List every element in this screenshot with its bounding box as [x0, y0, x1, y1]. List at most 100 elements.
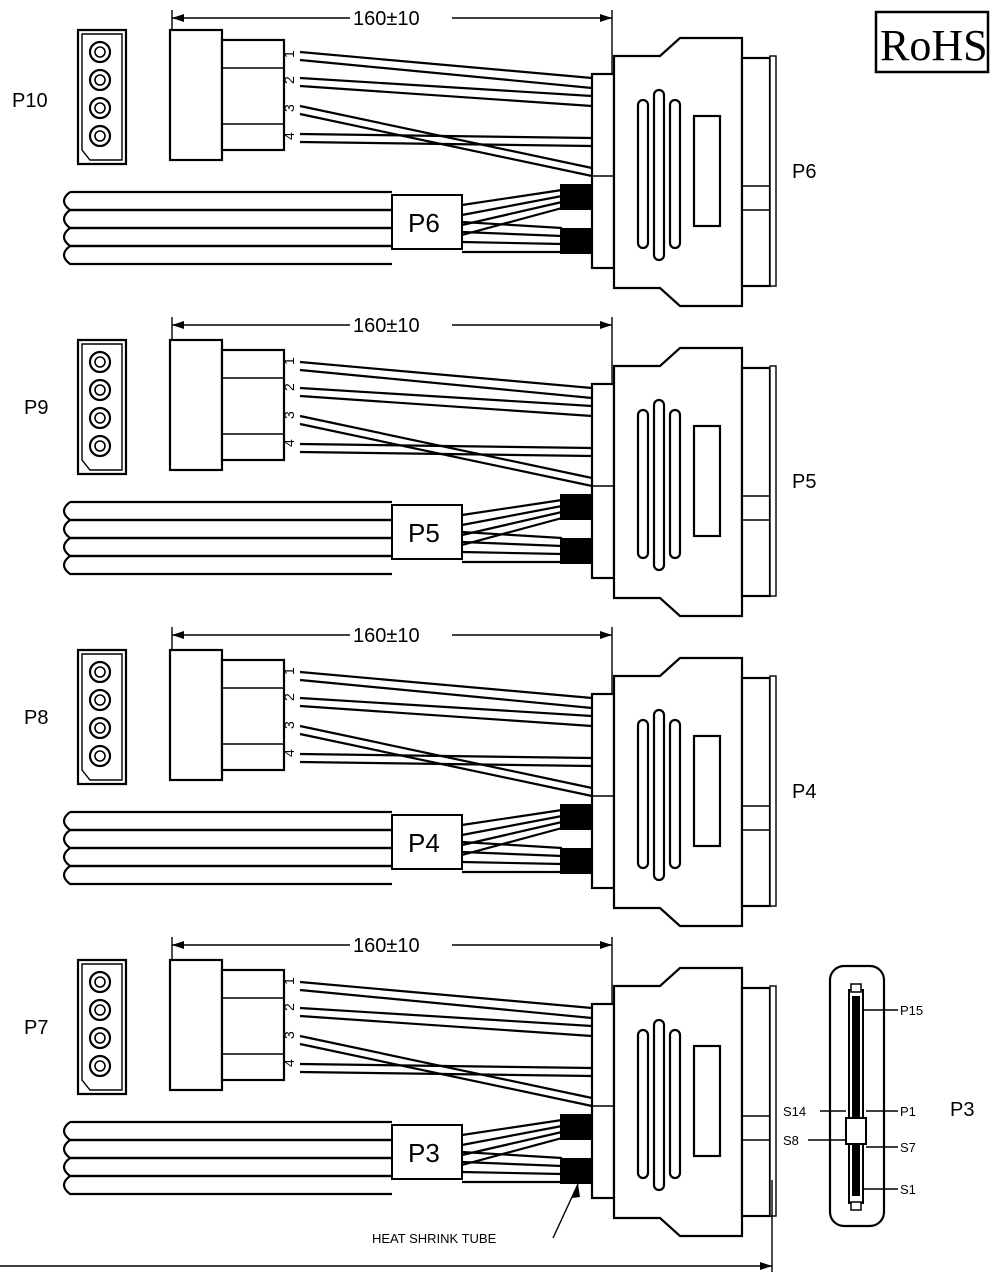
sata-connector-back [590, 382, 616, 580]
svg-text:4: 4 [281, 439, 297, 447]
sata-latch-rib [652, 88, 666, 262]
wire [461, 1136, 563, 1167]
molex-body [220, 38, 286, 152]
heat-shrink-tube [560, 538, 592, 564]
molex-pin-hole-inner [94, 1060, 106, 1072]
sata-label: P4 [792, 781, 816, 803]
flat-cable-line [62, 191, 392, 212]
wire [461, 540, 563, 548]
wire [299, 450, 593, 458]
molex-pin-hole-inner [94, 976, 106, 988]
sata-latch-rib [636, 1028, 650, 1180]
flat-cable-line [62, 865, 392, 886]
pin-label-s1: S1 [900, 1182, 916, 1197]
svg-text:2: 2 [281, 383, 297, 391]
boot-label-box: P6 [391, 194, 463, 250]
molex-pin-hole-inner [94, 74, 106, 86]
boot-label-box: P5 [391, 504, 463, 560]
sata-connector-lip [769, 985, 777, 1217]
wire [299, 670, 593, 700]
sata-connector-back [590, 1002, 616, 1200]
sata-window [692, 424, 722, 538]
molex-pin-hole-inner [94, 46, 106, 58]
flat-cable-line [62, 811, 392, 832]
sata-connector-plug [740, 676, 772, 908]
svg-text:3: 3 [281, 411, 297, 419]
flat-cable-line [62, 847, 392, 868]
cable-assembly: 160±10 P9 P5 P5 1 2 3 4 [24, 315, 816, 560]
rohs-badge: RoHS [874, 10, 990, 74]
boot-label: P5 [408, 518, 440, 548]
sata-latch-rib [668, 1028, 682, 1180]
wire [461, 188, 563, 207]
boot-label-box: P3 [391, 1124, 463, 1180]
flat-cable-line [62, 555, 392, 576]
molex-label: P10 [12, 90, 48, 112]
wire [461, 1170, 563, 1176]
wire [299, 1006, 593, 1028]
boot-label: P3 [408, 1138, 440, 1168]
svg-text:2: 2 [281, 693, 297, 701]
molex-pin-hole-inner [94, 440, 106, 452]
svg-text:1: 1 [281, 50, 297, 58]
molex-pin-hole-inner [94, 384, 106, 396]
molex-face-outline [76, 28, 128, 166]
wire [461, 530, 563, 540]
pin-label-s7: S7 [900, 1140, 916, 1155]
molex-pin-hole-inner [94, 1004, 106, 1016]
flat-cable-line [62, 1139, 392, 1160]
svg-text:1: 1 [281, 357, 297, 365]
overall-length-dimension [0, 1180, 773, 1272]
cable-assembly: 160±10 P7 P3 1 2 3 4 [24, 935, 613, 1180]
wire [461, 220, 563, 230]
svg-text:3: 3 [281, 1031, 297, 1039]
sata-connector-lip [769, 675, 777, 907]
wire [299, 760, 593, 768]
pin-label-p1: P1 [900, 1104, 916, 1119]
dimension-label: 160±10 [353, 315, 420, 337]
molex-pin-hole-inner [94, 694, 106, 706]
boot-label: P6 [408, 208, 440, 238]
heat-shrink-tube [560, 184, 592, 210]
sata-latch-rib [652, 1018, 666, 1192]
molex-pin-hole-inner [94, 130, 106, 142]
molex-pin-hole-inner [94, 666, 106, 678]
wire [461, 826, 563, 857]
wire [461, 1118, 563, 1137]
sata-label: P5 [792, 471, 816, 493]
flat-cable-line [62, 1175, 392, 1196]
molex-body [220, 968, 286, 1082]
wire [299, 752, 593, 760]
wire [299, 132, 593, 140]
sata-latch-rib [652, 708, 666, 882]
flat-cable-line [62, 245, 392, 266]
wire [461, 850, 563, 858]
wire [299, 678, 593, 710]
wire [299, 58, 593, 90]
pin-numbers: 1 2 3 4 [281, 977, 297, 1067]
wire [461, 840, 563, 850]
dimension: 160±10 [171, 625, 613, 697]
wire [461, 516, 563, 547]
sata-connector-back [590, 692, 616, 890]
boot-label: P4 [408, 828, 440, 858]
dimension-label: 160±10 [353, 935, 420, 957]
molex-pin-hole-inner [94, 722, 106, 734]
molex-pin-hole-inner [94, 750, 106, 762]
molex-pin-hole-inner [94, 412, 106, 424]
molex-face-inner [81, 653, 123, 781]
wire [461, 230, 563, 238]
flat-cable-line [62, 519, 392, 540]
wire [299, 140, 593, 148]
geometry-layer [62, 28, 777, 1238]
molex-body [220, 348, 286, 462]
flat-cable-line [62, 501, 392, 522]
wire [461, 1150, 563, 1160]
svg-text:2: 2 [281, 1003, 297, 1011]
molex-housing [168, 958, 224, 1092]
wire [461, 860, 563, 866]
sata-window [692, 734, 722, 848]
svg-text:3: 3 [281, 104, 297, 112]
heat-shrink-callout: HEAT SHRINK TUBE [372, 1183, 580, 1246]
